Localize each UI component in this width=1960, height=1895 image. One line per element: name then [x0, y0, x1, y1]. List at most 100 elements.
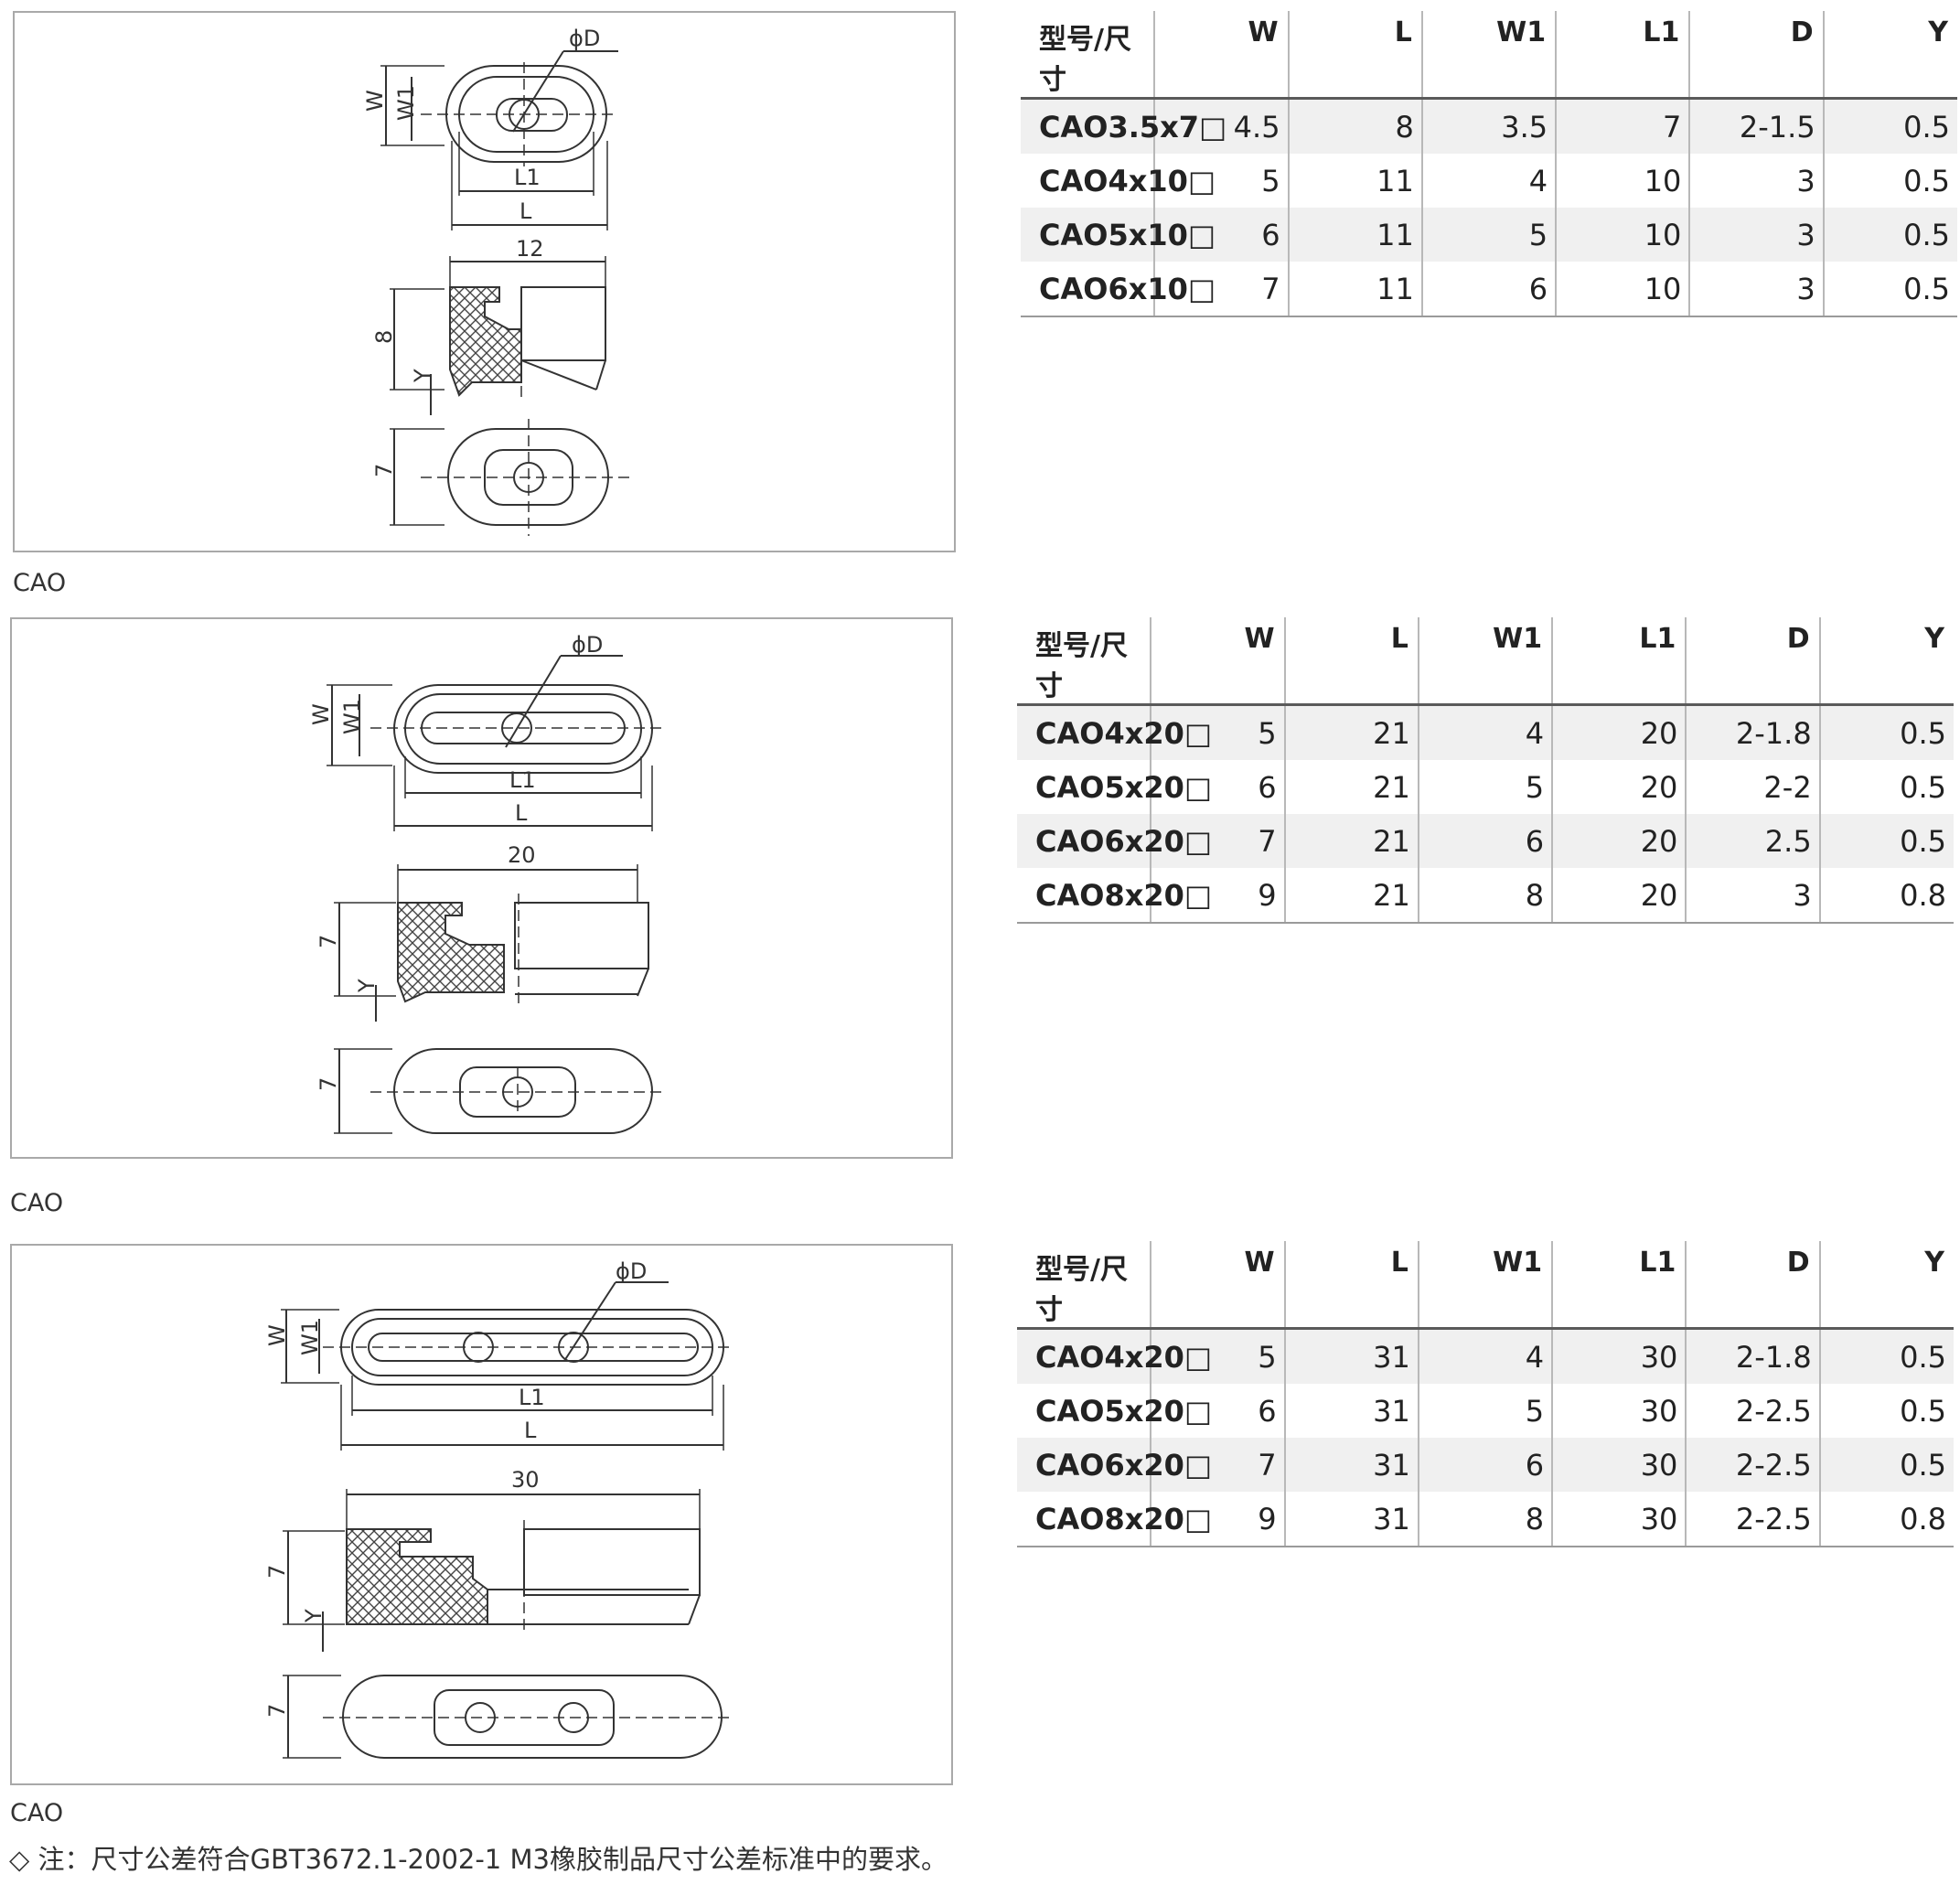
dim-w-label: W [308, 703, 334, 725]
value-cell: 10 [1555, 154, 1690, 208]
value-cell: 0.5 [1818, 1384, 1954, 1438]
value-cell: 6 [1417, 1438, 1553, 1492]
dim-y-label: Y [301, 1609, 327, 1623]
model-cell: CAO4x20□ [1017, 1328, 1212, 1384]
value-cell: 20 [1551, 868, 1687, 924]
model-cell: CAO4x20□ [1017, 704, 1212, 760]
column-header: D [1685, 1241, 1820, 1330]
dim-l1-label: L1 [519, 1385, 545, 1410]
model-cell: CAO5x10□ [1021, 208, 1216, 262]
column-header: 型号/尺寸 [1017, 1241, 1151, 1330]
column-header: W1 [1420, 11, 1557, 100]
dim-height: 7 [264, 1565, 290, 1579]
dim-l-label: L [524, 1418, 537, 1443]
value-cell: 3 [1688, 154, 1824, 208]
value-cell: 2-2.5 [1685, 1384, 1820, 1438]
value-cell: 0.5 [1822, 208, 1957, 262]
value-cell: 0.5 [1818, 704, 1954, 760]
block-caption-2: CAO [10, 1189, 64, 1217]
value-cell: 30 [1551, 1328, 1687, 1384]
column-header: 型号/尺寸 [1017, 617, 1151, 706]
dim-phi-label: ϕD [572, 632, 603, 658]
dim-w1-label: W1 [339, 699, 365, 734]
dim-w-label: W [362, 90, 388, 112]
value-cell: 11 [1287, 208, 1422, 262]
dim-y-label: Y [410, 369, 435, 383]
value-cell: 8 [1417, 1492, 1553, 1547]
value-cell: 21 [1283, 814, 1419, 868]
value-cell: 0.8 [1818, 868, 1954, 924]
value-cell: 20 [1551, 704, 1687, 760]
dim-l1-label: L1 [509, 767, 536, 793]
value-cell: 9 [1150, 868, 1285, 924]
dim-l-label: L [515, 800, 528, 826]
model-cell: CAO8x20□ [1017, 1492, 1212, 1547]
value-cell: 5 [1417, 760, 1553, 814]
block-caption-3: CAO [10, 1799, 64, 1827]
column-header: L1 [1551, 1241, 1687, 1330]
value-cell: 2-1.8 [1685, 1328, 1820, 1384]
model-cell: CAO5x20□ [1035, 1393, 1213, 1429]
technical-drawing-2: ϕD W W1 L1 L 20 7 Y 7 [308, 632, 663, 1134]
dim-bottom-height: 7 [371, 464, 397, 477]
dim-bottom-height: 7 [264, 1704, 290, 1718]
drawing-panel-3: ϕD W W1 L1 L 30 7 Y 7 [10, 1244, 953, 1785]
value-cell: 0.5 [1818, 760, 1954, 814]
dim-w1-label: W1 [393, 85, 419, 121]
column-header: L [1283, 617, 1419, 706]
model-cell: CAO8x20□ [1017, 868, 1212, 924]
value-cell: 7 [1555, 98, 1690, 154]
model-cell: CAO6x20□ [1017, 814, 1212, 868]
value-cell: 3 [1688, 208, 1824, 262]
technical-drawing-1: ϕD W W1 L1 L 12 8 Y 7 [362, 26, 633, 536]
column-header: L1 [1555, 11, 1690, 100]
dim-l1-label: L1 [514, 165, 541, 190]
value-cell: 2-2.5 [1685, 1438, 1820, 1492]
value-cell: 2.5 [1685, 814, 1820, 868]
value-cell: 31 [1283, 1492, 1419, 1547]
block-caption-1: CAO [13, 569, 67, 597]
dim-w-label: W [264, 1324, 290, 1346]
value-cell: 5 [1150, 704, 1285, 760]
value-cell: 30 [1551, 1438, 1687, 1492]
value-cell: 0.5 [1822, 98, 1957, 154]
technical-drawing-3: ϕD W W1 L1 L 30 7 Y 7 [264, 1258, 734, 1759]
value-cell: 4 [1417, 704, 1553, 760]
value-cell: 11 [1287, 262, 1422, 317]
value-cell: 0.5 [1822, 154, 1957, 208]
model-cell: CAO5x20□ [1035, 769, 1213, 805]
value-cell: 31 [1283, 1438, 1419, 1492]
value-cell: 30 [1551, 1384, 1687, 1438]
value-cell: 5 [1153, 154, 1289, 208]
value-cell: 30 [1551, 1492, 1687, 1547]
dim-bottom-height: 7 [316, 1077, 341, 1091]
column-header: D [1685, 617, 1820, 706]
value-cell: 5 [1417, 1384, 1553, 1438]
value-cell: 2-1.8 [1685, 704, 1820, 760]
tolerance-note: ◇ 注：尺寸公差符合GBT3672.1-2002-1 M3橡胶制品尺寸公差标准中… [9, 1844, 948, 1875]
value-cell: 6 [1150, 1384, 1285, 1438]
value-cell: 9 [1150, 1492, 1285, 1547]
column-header: Y [1818, 617, 1954, 706]
value-cell: 6 [1153, 208, 1289, 262]
value-cell: 8 [1287, 98, 1422, 154]
dim-height: 8 [371, 330, 397, 344]
value-cell: 10 [1555, 208, 1690, 262]
column-header: W [1150, 1241, 1285, 1330]
value-cell: 2-1.5 [1688, 98, 1824, 154]
dim-w1-label: W1 [297, 1320, 323, 1355]
value-cell: 0.8 [1818, 1492, 1954, 1547]
value-cell: 0.5 [1822, 262, 1957, 317]
